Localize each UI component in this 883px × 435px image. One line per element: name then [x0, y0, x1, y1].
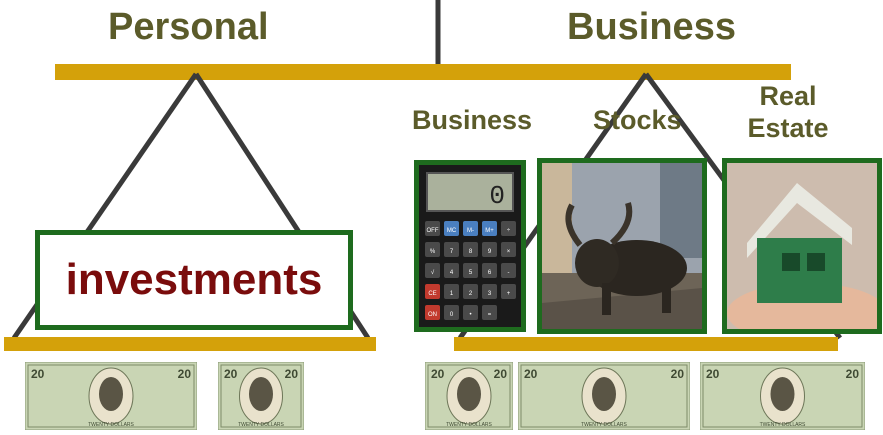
- calculator-key: [444, 284, 459, 299]
- calculator-icon: 0 OFF MC M- M+ ÷% 7 8 9 × √ 4 5 6 - CE 1 2 3 + ON 0 • =: [419, 165, 521, 327]
- house-icon: [727, 163, 877, 329]
- stocks-bull-photo: [537, 158, 707, 334]
- calculator-key-label: 3: [488, 291, 492, 297]
- svg-text:20: 20: [285, 367, 299, 381]
- calculator-key: [444, 263, 459, 278]
- svg-text:20: 20: [524, 367, 538, 381]
- svg-text:TWENTY DOLLARS: TWENTY DOLLARS: [581, 422, 627, 428]
- calculator-key-label: M+: [485, 228, 494, 234]
- real-estate-label-line1: Real: [759, 81, 817, 111]
- calculator-key: [463, 263, 478, 278]
- svg-text:20: 20: [31, 367, 45, 381]
- calculator-key-label: OFF: [427, 228, 439, 234]
- calculator-key-label: 7: [450, 249, 454, 255]
- calculator-key: [425, 221, 440, 236]
- calculator-key-label: 8: [469, 249, 473, 255]
- calculator-key-label: 1: [450, 291, 454, 297]
- calculator-key: [463, 221, 478, 236]
- calculator-key: [501, 242, 516, 257]
- calculator-key-label: ×: [507, 249, 511, 255]
- business-heading: Business: [567, 6, 736, 48]
- calculator-key-label: 0: [450, 312, 454, 318]
- calculator-key-label: =: [488, 312, 492, 318]
- calculator-key: [425, 263, 440, 278]
- svg-text:20: 20: [494, 367, 508, 381]
- calculator-key: [444, 242, 459, 257]
- investments-box: investments: [35, 230, 353, 330]
- svg-text:20: 20: [431, 367, 445, 381]
- calculator-key: [482, 242, 497, 257]
- calculator-key: [425, 305, 440, 320]
- left-pan: [4, 337, 376, 351]
- calculator-key: [425, 242, 440, 257]
- bill-4: 20 20 TWENTY DOLLARS: [517, 361, 691, 431]
- calculator-key-label: M-: [467, 228, 474, 234]
- calculator-key: [444, 305, 459, 320]
- calculator-key-label: 4: [450, 270, 454, 276]
- calculator-key-label: MC: [447, 228, 457, 234]
- calculator-key-label: %: [430, 249, 436, 255]
- bill-5: 20 20 TWENTY DOLLARS: [699, 361, 866, 431]
- calculator-key-label: +: [507, 291, 511, 297]
- calculator-key: [463, 242, 478, 257]
- calculator-key: [444, 221, 459, 236]
- real-estate-category-label: Real Estate: [738, 80, 838, 144]
- svg-text:20: 20: [224, 367, 238, 381]
- calculator-key-label: √: [431, 269, 435, 276]
- calculator-key: [482, 263, 497, 278]
- calculator-key-label: 6: [488, 270, 492, 276]
- right-pan: [454, 337, 838, 351]
- calculator-photo: 0 OFF MC M- M+ ÷% 7 8 9 × √ 4 5 6 - CE 1 2 3 + ON 0 • =: [414, 160, 526, 332]
- bull-statue-icon: [542, 163, 702, 329]
- svg-text:20: 20: [178, 367, 192, 381]
- calculator-key: [482, 221, 497, 236]
- business-category-label: Business: [412, 105, 533, 135]
- svg-text:20: 20: [671, 367, 685, 381]
- scale-main-beam: [55, 64, 791, 80]
- calculator-key: [501, 221, 516, 236]
- calculator-key-label: 2: [469, 291, 473, 297]
- dollar-bill-icon: 20 20 TWENTY DOLLARS: [424, 361, 514, 431]
- real-estate-house-photo: [722, 158, 882, 334]
- investments-label: investments: [65, 255, 323, 304]
- svg-text:TWENTY DOLLARS: TWENTY DOLLARS: [88, 422, 134, 428]
- calculator-key-label: -: [508, 270, 510, 276]
- dollar-bill-icon: 20 20 TWENTY DOLLARS: [217, 361, 305, 431]
- svg-text:TWENTY DOLLARS: TWENTY DOLLARS: [238, 422, 284, 428]
- bill-1: 20 20 TWENTY DOLLARS: [24, 361, 198, 431]
- calculator-key: [425, 284, 440, 299]
- calculator-key: [463, 305, 478, 320]
- calculator-key-label: •: [469, 312, 471, 318]
- svg-text:20: 20: [846, 367, 860, 381]
- bill-2: 20 20 TWENTY DOLLARS: [217, 361, 305, 431]
- stocks-category-label: Stocks: [593, 105, 682, 135]
- calculator-key-label: 5: [469, 270, 473, 276]
- calculator-key-label: ON: [428, 312, 437, 318]
- calculator-key-label: CE: [428, 291, 436, 297]
- dollar-bill-icon: 20 20 TWENTY DOLLARS: [517, 361, 691, 431]
- real-estate-label-line2: Estate: [747, 113, 829, 143]
- dollar-bill-icon: 20 20 TWENTY DOLLARS: [699, 361, 866, 431]
- personal-heading: Personal: [108, 6, 269, 48]
- calculator-key: [501, 284, 516, 299]
- calculator-key: [482, 284, 497, 299]
- dollar-bill-icon: 20 20 TWENTY DOLLARS: [24, 361, 198, 431]
- calculator-key-label: 9: [488, 249, 492, 255]
- bill-3: 20 20 TWENTY DOLLARS: [424, 361, 514, 431]
- svg-text:TWENTY DOLLARS: TWENTY DOLLARS: [760, 422, 806, 428]
- calculator-key: [501, 263, 516, 278]
- calculator-key: [482, 305, 497, 320]
- svg-text:20: 20: [706, 367, 720, 381]
- calculator-key: [463, 284, 478, 299]
- svg-text:0: 0: [489, 181, 505, 211]
- svg-text:TWENTY DOLLARS: TWENTY DOLLARS: [446, 422, 492, 428]
- calculator-key-label: ÷: [507, 228, 511, 234]
